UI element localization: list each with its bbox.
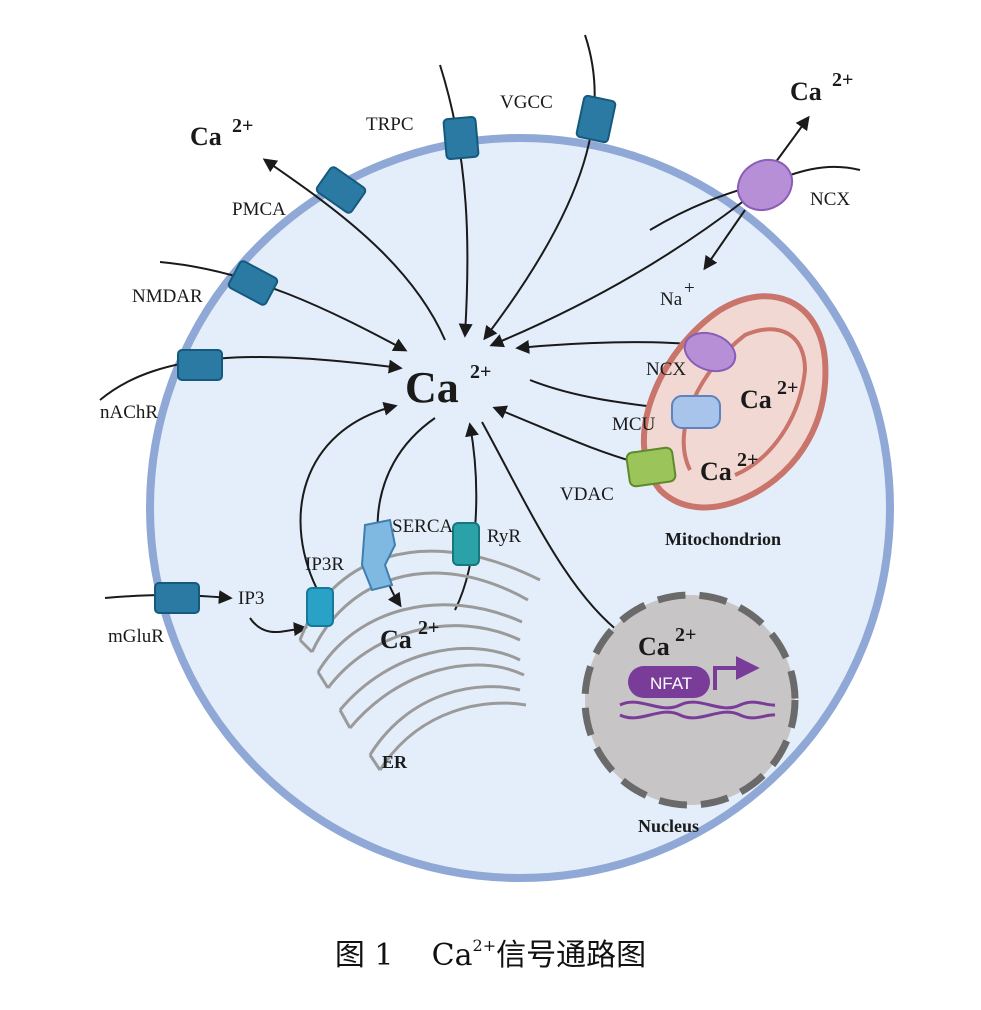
na-label: Na: [660, 289, 683, 310]
mito-ca-sup-1: 2+: [777, 377, 798, 399]
caption-ca-sup: 2+: [472, 936, 497, 955]
ncx-transporters: [683, 158, 794, 373]
nachr-channel: [177, 349, 223, 381]
caption-ca: Ca: [431, 938, 473, 973]
caption-text: 信号通路图: [496, 938, 647, 973]
ip3r-label: IP3R: [305, 554, 344, 575]
ncx-membrane-transporter: [736, 158, 794, 212]
nmdar-channel: [227, 260, 279, 306]
mglur-channel: [154, 582, 200, 614]
vdac-label: VDAC: [560, 484, 614, 505]
serca-pump: [360, 518, 397, 592]
mcu-label: MCU: [612, 414, 656, 435]
nachr-label: nAChR: [100, 402, 158, 423]
nucleus-ca-label: Ca: [638, 632, 670, 661]
pmca-label: PMCA: [232, 199, 286, 220]
ip3r-channel: [306, 587, 334, 627]
membrane-pathways: [99, 34, 861, 642]
er-label: ER: [382, 752, 408, 772]
figure-caption: 图 1 Ca2+信号通路图: [0, 930, 981, 974]
ca-top-left-label: Ca: [190, 122, 222, 151]
membrane-channels: [154, 94, 617, 614]
mglur-label: mGluR: [108, 626, 164, 647]
er-channels: [306, 518, 480, 627]
diagram-labels: Ca 2+ Ca 2+ Ca 2+ PMCA TRPC VGCC NCX NMD…: [100, 69, 853, 836]
vgcc-label: VGCC: [500, 92, 553, 113]
ca-top-left-sup: 2+: [232, 115, 253, 137]
trpc-label: TRPC: [366, 114, 414, 135]
ncx-mito-transporter: [683, 331, 737, 373]
cell-body: [146, 134, 894, 882]
mito-ca-label-1: Ca: [740, 385, 772, 414]
serca-label: SERCA: [392, 516, 454, 537]
ca-center-sup: 2+: [470, 361, 491, 383]
na-sup: +: [684, 278, 695, 299]
ryr-label: RyR: [487, 526, 521, 547]
nucleus-ca-sup: 2+: [675, 624, 696, 646]
ncx-mito-label: NCX: [646, 359, 686, 380]
mito-ca-sup-2: 2+: [737, 449, 758, 471]
ca-center-label: Ca: [405, 363, 459, 412]
ryr-channel: [452, 522, 480, 566]
mcu-channel: [671, 395, 721, 429]
nucleus-label: Nucleus: [638, 816, 699, 836]
nmdar-label: NMDAR: [132, 286, 203, 307]
pmca-channel: [315, 166, 367, 214]
ca-top-right-sup: 2+: [832, 69, 853, 91]
ip3-label: IP3: [238, 588, 264, 609]
nfat-label: NFAT: [650, 674, 692, 693]
nucleus: [581, 591, 799, 809]
mitochondrion-label: Mitochondrion: [665, 529, 781, 549]
ncx-membrane-label: NCX: [810, 189, 850, 210]
vgcc-channel: [575, 94, 617, 144]
vdac-channel: [625, 446, 677, 488]
nfat-box: [628, 666, 710, 698]
mito-ca-label-2: Ca: [700, 457, 732, 486]
er-ca-sup: 2+: [418, 617, 439, 639]
er-ca-label: Ca: [380, 625, 412, 654]
caption-figure-number: 图 1: [334, 938, 394, 973]
ca-top-right-label: Ca: [790, 77, 822, 106]
trpc-channel: [442, 116, 480, 160]
